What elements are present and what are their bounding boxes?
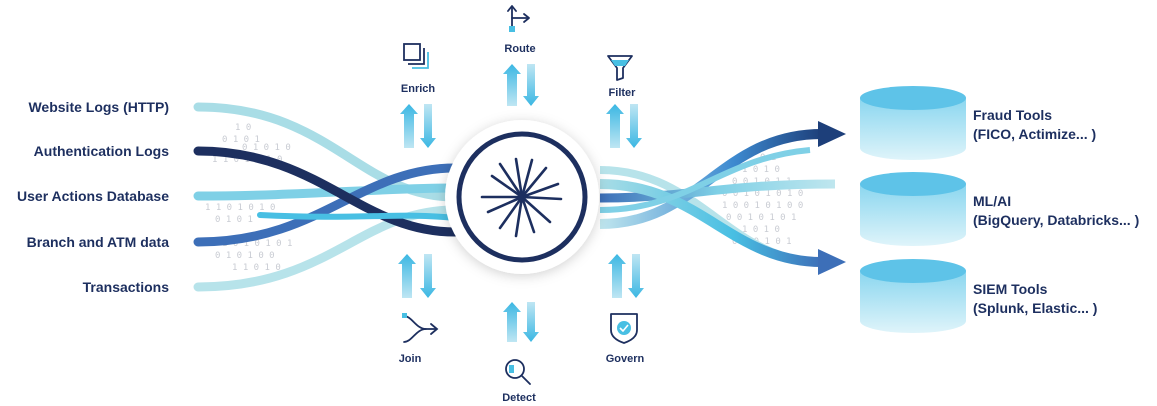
arrows-detect (503, 302, 539, 342)
svg-text:1 0 1 0: 1 0 1 0 (742, 225, 780, 235)
op-label-join: Join (398, 353, 422, 365)
arrowhead-fraud (818, 121, 846, 147)
cribl-logo-icon (480, 157, 563, 238)
svg-text:0 0 1 0 1 0 1: 0 0 1 0 1 0 1 (726, 213, 796, 223)
op-label-enrich: Enrich (400, 83, 436, 95)
destination-title: ML/AI (973, 193, 1012, 209)
op-label-govern: Govern (605, 353, 645, 365)
detect-magnifier-icon (505, 359, 531, 385)
op-label-detect: Detect (502, 392, 536, 404)
join-merge-icon (402, 313, 439, 343)
outgoing-streams (599, 121, 846, 275)
cylinder-ml-ai (860, 172, 966, 246)
central-hub (445, 120, 599, 274)
destination-subtitle: (BigQuery, Databricks... ) (973, 212, 1140, 228)
stream-out-ml (599, 179, 836, 203)
stream-authentication (193, 146, 460, 237)
destination-label-fraud-tools: Fraud Tools (FICO, Actimize... ) (973, 106, 1096, 144)
stream-out-siem (599, 179, 823, 267)
svg-text:1 1 0 1 0 1 0: 1 1 0 1 0 1 0 (205, 203, 275, 213)
incoming-streams (193, 102, 460, 292)
svg-text:0 0 1 0 1 0 1 0: 0 0 1 0 1 0 1 0 (722, 189, 803, 199)
arrows-enrich (400, 104, 436, 148)
source-label-authentication-logs: Authentication Logs (33, 143, 169, 159)
source-label-transactions: Transactions (82, 279, 169, 295)
filter-funnel-icon (607, 55, 633, 81)
svg-text:1 0 1 0: 1 0 1 0 (742, 165, 780, 175)
svg-text:0 1 0 1 0 1: 0 1 0 1 0 1 (732, 237, 792, 247)
svg-text:0 1 0 1 0 0: 0 1 0 1 0 0 (215, 251, 275, 261)
destination-title: SIEM Tools (973, 281, 1048, 297)
op-label-filter: Filter (608, 87, 636, 99)
svg-text:0 1 0 1 0: 0 1 0 1 0 (242, 143, 291, 153)
svg-text:0 1 0 1: 0 1 0 1 (215, 215, 253, 225)
stream-out-cyan (599, 147, 811, 213)
cylinder-fraud-tools (860, 86, 966, 160)
svg-text:1 1 0 1 0: 1 1 0 1 0 (232, 263, 281, 273)
op-label-route: Route (504, 43, 536, 55)
destination-label-ml-ai: ML/AI (BigQuery, Databricks... ) (973, 192, 1139, 230)
destination-subtitle: (FICO, Actimize... ) (973, 126, 1097, 142)
destination-title: Fraud Tools (973, 107, 1053, 123)
arrows-join (398, 254, 436, 298)
source-label-website-logs: Website Logs (HTTP) (28, 99, 169, 115)
stream-extra-cyan (257, 212, 458, 221)
bidirectional-arrows (398, 64, 644, 342)
svg-text:0 1 0 1: 0 1 0 1 (222, 135, 260, 145)
destination-subtitle: (Splunk, Elastic... ) (973, 300, 1098, 316)
govern-shield-icon (610, 313, 638, 344)
svg-text:1 0 1 0 1 0 1: 1 0 1 0 1 0 1 (222, 239, 292, 249)
source-label-user-actions: User Actions Database (17, 188, 169, 204)
cylinder-siem-tools (860, 259, 966, 333)
svg-text:1 0: 1 0 (235, 123, 251, 133)
arrows-route (503, 64, 539, 106)
source-label-branch-atm: Branch and ATM data (26, 234, 169, 250)
route-split-icon (507, 5, 530, 32)
arrows-govern (608, 254, 644, 298)
destination-label-siem-tools: SIEM Tools (Splunk, Elastic... ) (973, 280, 1097, 318)
stream-branch-atm (193, 163, 460, 247)
enrich-copy-icon (403, 43, 429, 69)
arrowhead-siem (818, 249, 846, 275)
svg-text:1 0 0 1 0 1 0 0: 1 0 0 1 0 1 0 0 (722, 201, 803, 211)
arrows-filter (606, 104, 642, 148)
destination-cylinders (860, 86, 966, 333)
